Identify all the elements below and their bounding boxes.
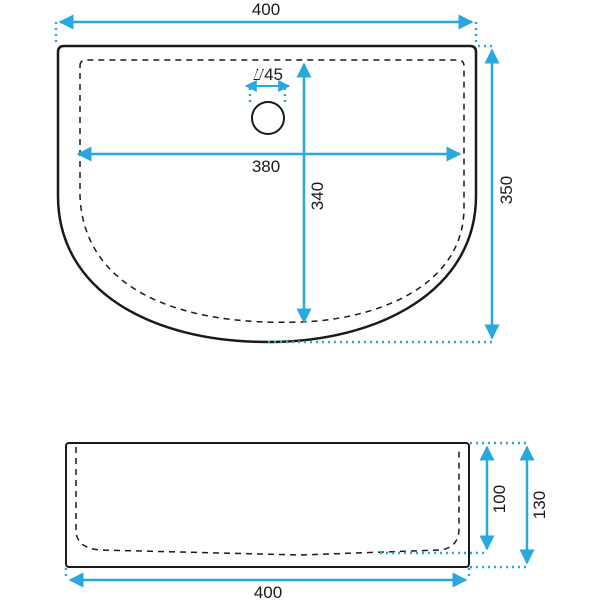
basin-inner-outline [79,59,465,324]
basin-side-inner-outline [75,447,460,556]
basin-side-outline [65,442,470,568]
drain-hole [251,101,285,135]
dim-label-top-width: 400 [252,0,280,19]
top-view: 400 ⌰45 380 340 350 [54,0,516,344]
dim-label-inner-depth: 340 [308,182,327,210]
side-view: 400 100 130 [64,441,549,600]
dim-label-height: 130 [530,491,549,519]
dim-label-side-width: 400 [254,583,282,600]
dim-label-inner-width: 380 [252,157,280,176]
basin-outline [56,44,478,344]
dim-label-drain: ⌰45 [253,65,283,84]
dim-label-depth: 350 [497,176,516,204]
dim-label-inner-height: 100 [490,485,509,513]
